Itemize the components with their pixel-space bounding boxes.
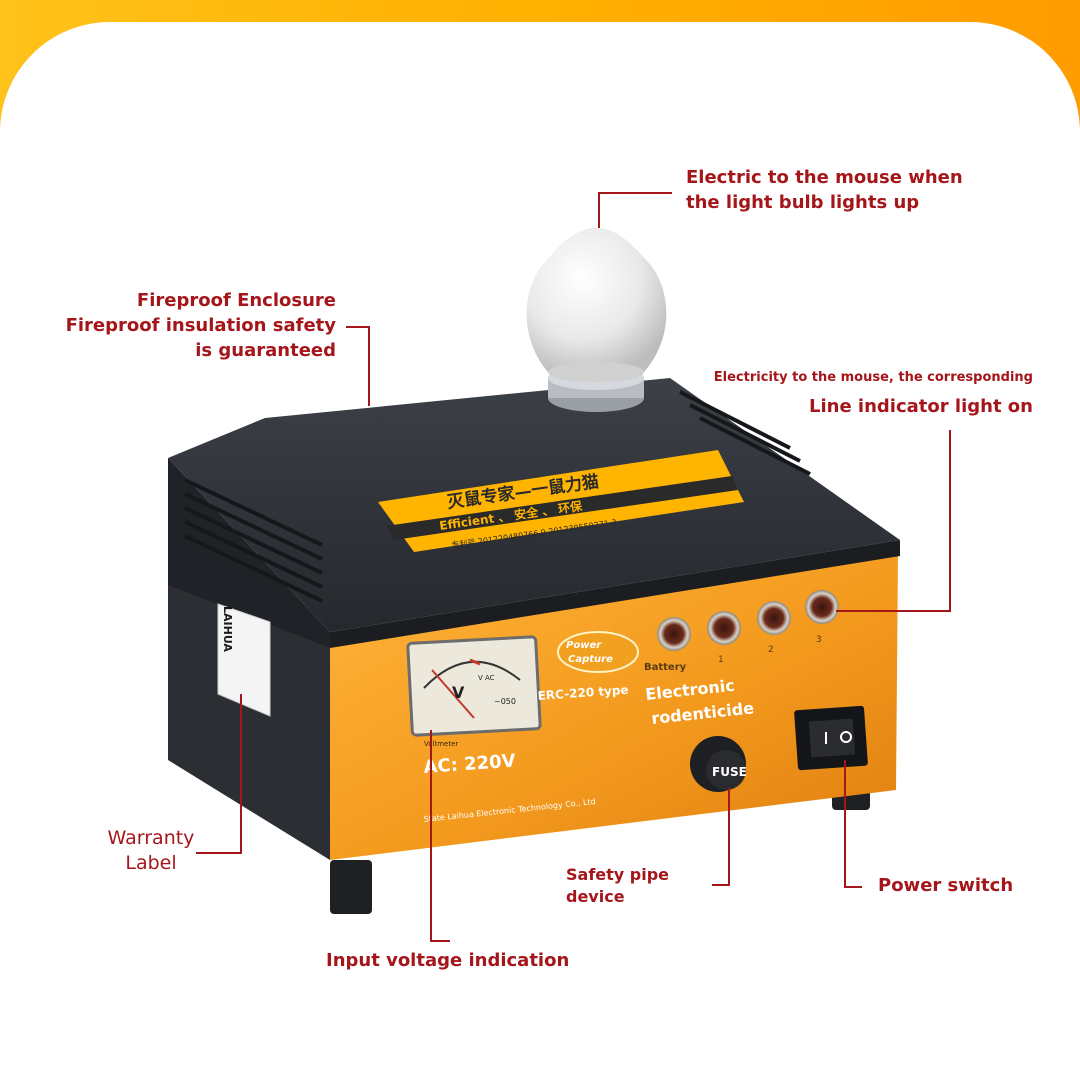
leader-enclosure-h — [346, 326, 370, 328]
callout-switch-label: Power switch — [878, 875, 1014, 896]
leader-warranty-h — [196, 852, 242, 854]
side-label-text: LAIHUA — [221, 606, 234, 652]
callout-warranty-line1: Warranty — [107, 827, 195, 849]
callout-bulb-line1: Electric to the mouse when — [686, 167, 963, 188]
callout-bulb-line2: the light bulb lights up — [686, 192, 920, 213]
callout-voltage: Input voltage indication — [326, 948, 569, 973]
callout-enclosure-line2: is guaranteed — [195, 340, 336, 361]
lid-sticker: 灭鼠专家—一鼠力猫 Efficient 、 安全 、 环保 专利号 201220… — [378, 450, 744, 552]
indicator-light-battery — [657, 617, 691, 651]
indicator-label-2: 2 — [768, 645, 774, 655]
side-warranty-sticker: LAIHUA — [217, 603, 271, 717]
leader-fuse-v — [728, 788, 730, 886]
callout-enclosure: Fireproof Enclosure Fireproof insulation… — [60, 288, 336, 363]
indicator-lights: Battery 1 2 3 — [644, 590, 839, 673]
lid-front-edge — [330, 540, 900, 648]
model-print: ERC-220 type — [537, 683, 629, 703]
indicator-light-2 — [757, 601, 791, 635]
callout-voltage-label: Input voltage indication — [326, 950, 570, 971]
callout-enclosure-line1: Fireproof insulation safety — [65, 315, 336, 336]
leader-switch-h — [844, 886, 862, 888]
leader-bulb-v — [598, 192, 600, 228]
badge-line1: Power — [566, 640, 602, 651]
callout-fuse-line2: device — [566, 887, 625, 906]
indicator-light-1 — [707, 611, 741, 645]
light-bulb — [526, 228, 667, 382]
leader-indicator-v — [949, 430, 951, 612]
indicator-label-3: 3 — [816, 635, 822, 645]
callout-switch: Power switch — [878, 873, 1013, 898]
fuse-label: FUSE — [712, 765, 747, 779]
callout-warranty-line2: Label — [125, 852, 177, 874]
leader-voltage-v — [430, 730, 432, 942]
meter-mode: V AC — [478, 674, 495, 682]
leader-enclosure-v — [368, 326, 370, 406]
meter-scale-end: ~050 — [494, 697, 516, 706]
meter-caption: Voltmeter — [424, 740, 458, 748]
voltmeter-gauge: V V AC ~050 — [406, 635, 542, 737]
indicator-light-3 — [805, 590, 839, 624]
leader-voltage-h — [430, 940, 450, 942]
body-front-panel — [330, 555, 898, 860]
callout-fuse: Safety pipe device — [566, 864, 669, 908]
leader-switch-v — [844, 760, 846, 888]
indicator-label-battery: Battery — [644, 662, 687, 673]
power-switch-rocker — [794, 705, 868, 771]
callout-enclosure-title: Fireproof Enclosure — [136, 290, 336, 311]
indicator-label-1: 1 — [718, 655, 724, 665]
brand-badge: Power Capture — [557, 631, 639, 673]
callout-bulb: Electric to the mouse when the light bul… — [686, 165, 963, 215]
badge-line2: Capture — [568, 654, 613, 665]
callout-indicator-line1: Electricity to the mouse, the correspond… — [713, 370, 1033, 385]
leader-warranty-v — [240, 694, 242, 854]
body-left-side — [168, 580, 330, 860]
meter-unit: V — [452, 683, 465, 702]
lid-vents — [184, 390, 811, 603]
fuse-holder: FUSE — [690, 736, 747, 792]
callout-indicator-line2: Line indicator light on — [809, 396, 1033, 417]
leader-bulb-h — [598, 192, 672, 194]
leader-indicator-h — [836, 610, 951, 612]
callout-fuse-line1: Safety pipe — [566, 865, 670, 884]
leader-fuse-h — [712, 884, 730, 886]
callout-warranty: Warranty Label — [96, 826, 206, 876]
callout-indicator: Electricity to the mouse, the correspond… — [650, 368, 1033, 419]
foot-front-left — [330, 860, 372, 914]
